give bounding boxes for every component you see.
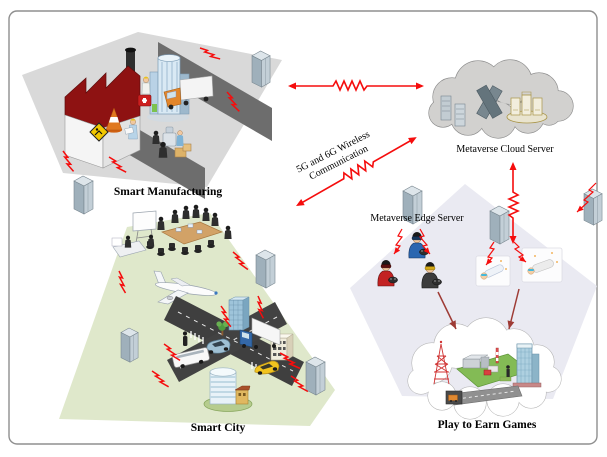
workers-machine-icon <box>152 126 192 158</box>
server-cabinet-icon <box>489 205 510 245</box>
worker-blueprint-icon <box>124 118 138 140</box>
server-cabinet-icon <box>255 249 276 289</box>
server-cabinet-icon <box>73 175 94 215</box>
smart-city-region <box>59 204 335 426</box>
worker-toolbox-icon <box>137 76 152 107</box>
skyscraper-icon <box>228 296 250 331</box>
vr-player-card-icon <box>521 247 563 283</box>
label-play-to-earn-games: Play to Earn Games <box>437 419 537 431</box>
taxi-icon <box>254 360 280 375</box>
vr-player-card-icon <box>475 255 511 287</box>
server-cabinet-icon <box>251 50 271 88</box>
server-cabinet-icon <box>583 188 603 226</box>
comm-links <box>62 42 597 396</box>
server-cabinet-icon <box>305 356 326 396</box>
label-smart-manufacturing: Smart Manufacturing <box>113 186 223 198</box>
pedestrian-icon <box>182 331 188 346</box>
road-work-sign-icon <box>89 122 109 142</box>
cargo-truck-icon <box>239 317 281 349</box>
server-cabinet-icon <box>120 327 139 363</box>
edge-lightning-arrow <box>393 182 597 266</box>
traffic-cone-icon <box>105 107 123 133</box>
metaverse-cloud-icon <box>428 59 574 139</box>
label-metaverse-cloud-server: Metaverse Cloud Server <box>456 144 554 155</box>
bus-icon <box>172 347 210 369</box>
car-icon <box>206 338 231 354</box>
game-world-cloud-icon <box>407 317 562 420</box>
data-center-icon <box>476 84 503 120</box>
cylindrical-tower-icon <box>203 367 253 412</box>
label-metaverse-edge-server: Metaverse Edge Server <box>370 213 464 224</box>
conference-meeting-icon <box>111 204 232 258</box>
vr-gamer-icon <box>421 262 442 289</box>
truck-icon <box>163 75 214 110</box>
vr-gamer-icon <box>377 260 398 287</box>
figure-border <box>8 10 598 445</box>
mainframe-cluster-icon <box>506 91 548 124</box>
play-to-earn-region <box>350 184 603 420</box>
airplane-icon <box>153 270 218 305</box>
game-road-icon <box>445 385 523 406</box>
whiteboard-icon <box>132 210 157 232</box>
conference-table-icon <box>161 221 223 245</box>
smart-manufacturing-region <box>22 32 282 215</box>
label-smart-city: Smart City <box>190 422 246 434</box>
cloud-server-towers-icon <box>440 95 466 127</box>
game-skyscraper-icon <box>499 343 542 388</box>
manufacturing-wall-icon <box>158 42 272 141</box>
radio-tower-icon <box>433 340 450 385</box>
